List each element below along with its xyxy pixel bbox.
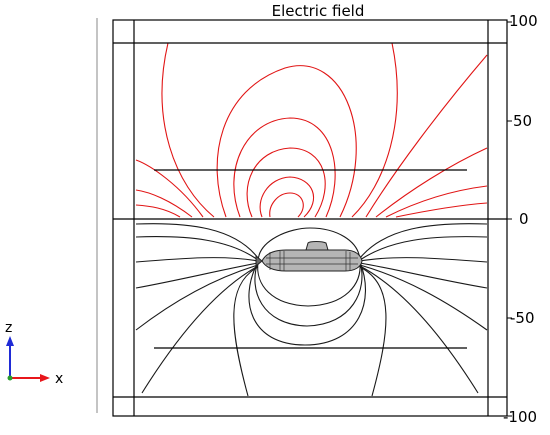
- field-line: [135, 236, 259, 261]
- field-line: [359, 257, 488, 263]
- tick-label: 100: [509, 12, 538, 30]
- x-axis-label: x: [55, 371, 63, 387]
- tick-label: -50: [510, 309, 535, 327]
- field-line: [248, 261, 367, 346]
- field-line: [359, 265, 479, 394]
- field-line: [257, 227, 361, 263]
- field-line: [135, 159, 204, 218]
- x-arrow-head: [40, 374, 50, 382]
- field-line: [359, 236, 488, 261]
- field-line: [135, 223, 259, 259]
- field-line: [135, 189, 193, 218]
- field-line: [359, 262, 488, 289]
- tick-label: -100: [503, 408, 538, 426]
- field-line: [257, 261, 361, 307]
- field-line: [233, 266, 259, 397]
- field-line: [135, 257, 259, 263]
- field-line: [141, 265, 259, 394]
- upper-field-lines: [135, 42, 488, 218]
- z-arrow-head: [6, 336, 14, 346]
- field-line: [259, 176, 315, 218]
- field-line: [385, 185, 488, 218]
- field-line: [161, 42, 215, 218]
- plot-title: Electric field: [271, 2, 365, 20]
- field-line: [233, 117, 336, 218]
- field-line: [216, 65, 357, 218]
- y-axis-dot: [7, 375, 13, 381]
- domain-frame: [112, 19, 508, 417]
- field-line: [351, 42, 398, 218]
- field-line: [359, 223, 488, 259]
- field-line: [135, 264, 259, 331]
- axis-triad: z x: [5, 320, 63, 387]
- z-axis-label: z: [5, 320, 12, 336]
- field-line: [269, 192, 304, 218]
- tick-label: 0: [519, 210, 529, 228]
- field-line: [375, 147, 488, 218]
- field-line: [135, 204, 181, 218]
- field-line: [254, 261, 363, 327]
- submarine: [255, 241, 363, 272]
- field-line: [365, 54, 488, 218]
- field-line: [395, 202, 488, 218]
- tick-label: 50: [513, 112, 533, 130]
- lower-field-lines: [135, 223, 488, 397]
- field-line: [359, 264, 488, 331]
- axis-ticks: [507, 21, 512, 417]
- field-line: [359, 266, 387, 397]
- field-line: [135, 262, 259, 289]
- field-line: [246, 147, 326, 218]
